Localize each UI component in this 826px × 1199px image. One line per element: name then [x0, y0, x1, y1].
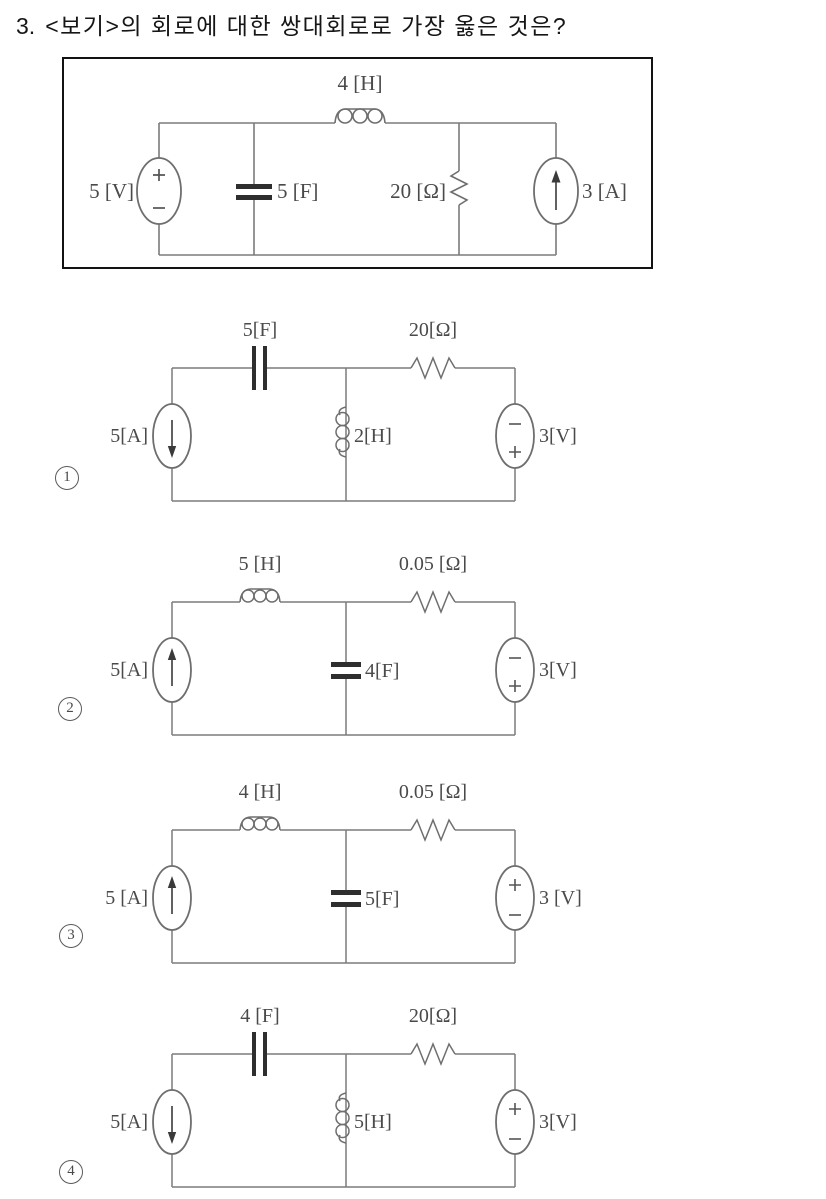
option-1-marker: 1 — [55, 466, 79, 490]
plus-sign — [509, 879, 521, 891]
component-label: 2[H] — [354, 425, 392, 447]
voltage-source-symbol — [495, 637, 535, 703]
option-4-marker: 4 — [59, 1160, 83, 1184]
wires — [171, 1053, 516, 1188]
component-label: 5[A] — [110, 425, 148, 447]
polarity-signs — [509, 657, 521, 692]
wires — [171, 367, 516, 502]
plus-sign — [509, 446, 521, 458]
option-3-circuit: 4 [H] 0.05 [Ω] 5 [A] 5[F] 3 [V] — [105, 781, 582, 964]
option-1-circuit: 5[F] 20[Ω] 5[A] 2[H] 3[V] — [110, 319, 577, 502]
polarity-signs — [509, 879, 521, 916]
given-circuit-diagram: 5 [V] 5 [F] 4 [H] 20 [Ω] 3 [A] — [89, 71, 627, 256]
resistor-symbol — [410, 817, 456, 843]
plus-sign — [153, 169, 165, 181]
option-3-marker: 3 — [59, 924, 83, 948]
resistor-symbol — [410, 355, 456, 381]
voltage-source-symbol — [495, 1089, 535, 1155]
component-label: 4 [F] — [240, 1005, 279, 1027]
capacitor-symbol — [252, 346, 267, 390]
capacitor-symbol — [331, 890, 361, 907]
polarity-signs — [509, 423, 521, 458]
inductor-symbol — [334, 108, 386, 124]
component-label: 5[A] — [110, 1111, 148, 1133]
option-4-circuit: 4 [F] 20[Ω] 5[A] 5[H] 3[V] — [110, 1005, 577, 1188]
polarity-signs — [153, 169, 165, 209]
plus-sign — [509, 1103, 521, 1115]
component-label: 20[Ω] — [409, 1005, 457, 1027]
voltage-source-symbol — [495, 403, 535, 469]
question-text: <보기>의 회로에 대한 쌍대회로로 가장 옳은 것은? — [45, 13, 568, 39]
option-4-digit: 4 — [67, 1163, 75, 1179]
component-label: 3 [V] — [539, 887, 582, 909]
component-label: 3[V] — [539, 425, 577, 447]
option-1-digit: 1 — [63, 469, 71, 485]
resistor-symbol — [410, 1041, 456, 1067]
inductor-symbol — [335, 1092, 350, 1144]
resistor-symbol — [449, 170, 469, 206]
current-arrow-up-icon — [167, 876, 177, 914]
option-2-digit: 2 — [66, 700, 74, 716]
question-number: 3. — [16, 13, 36, 39]
component-label: 4 [H] — [338, 71, 383, 95]
component-label: 5[A] — [110, 659, 148, 681]
voltage-source-symbol — [495, 865, 535, 931]
component-label: 5 [V] — [89, 179, 134, 203]
component-label: 0.05 [Ω] — [399, 781, 467, 803]
wires — [158, 122, 557, 256]
inductor-symbol — [335, 406, 350, 458]
capacitor-symbol — [252, 1032, 267, 1076]
component-label: 20 [Ω] — [390, 179, 446, 203]
component-label: 20[Ω] — [409, 319, 457, 341]
component-label: 4 [H] — [239, 781, 282, 803]
current-arrow-down-icon — [167, 420, 177, 458]
current-arrow-up-icon — [167, 648, 177, 686]
inductor-symbol — [239, 588, 281, 603]
capacitor-symbol — [236, 184, 272, 200]
current-arrow-down-icon — [167, 1106, 177, 1144]
component-label: 5 [A] — [105, 887, 148, 909]
component-label: 5 [F] — [277, 179, 318, 203]
resistor-symbol — [410, 589, 456, 615]
component-label: 3[V] — [539, 1111, 577, 1133]
polarity-signs — [509, 1103, 521, 1140]
voltage-source-symbol — [136, 157, 182, 225]
component-label: 5[F] — [365, 888, 399, 910]
component-label: 0.05 [Ω] — [399, 553, 467, 575]
wires — [171, 601, 516, 736]
option-2-marker: 2 — [58, 697, 82, 721]
component-label: 3[V] — [539, 659, 577, 681]
given-circuit-box: 5 [V] 5 [F] 4 [H] 20 [Ω] 3 [A] — [62, 57, 653, 269]
question-title: 3. <보기>의 회로에 대한 쌍대회로로 가장 옳은 것은? — [16, 7, 567, 41]
plus-sign — [509, 680, 521, 692]
option-2-circuit: 5 [H] 0.05 [Ω] 5[A] 4[F] 3[V] — [110, 553, 577, 736]
inductor-symbol — [239, 816, 281, 831]
component-label: 3 [A] — [582, 179, 627, 203]
component-label: 5[H] — [354, 1111, 392, 1133]
wires — [171, 829, 516, 964]
current-arrow-up-icon — [551, 170, 561, 210]
component-label: 4[F] — [365, 660, 399, 682]
option-3-digit: 3 — [67, 927, 75, 943]
component-label: 5[F] — [243, 319, 277, 341]
component-label: 5 [H] — [239, 553, 282, 575]
capacitor-symbol — [331, 662, 361, 679]
